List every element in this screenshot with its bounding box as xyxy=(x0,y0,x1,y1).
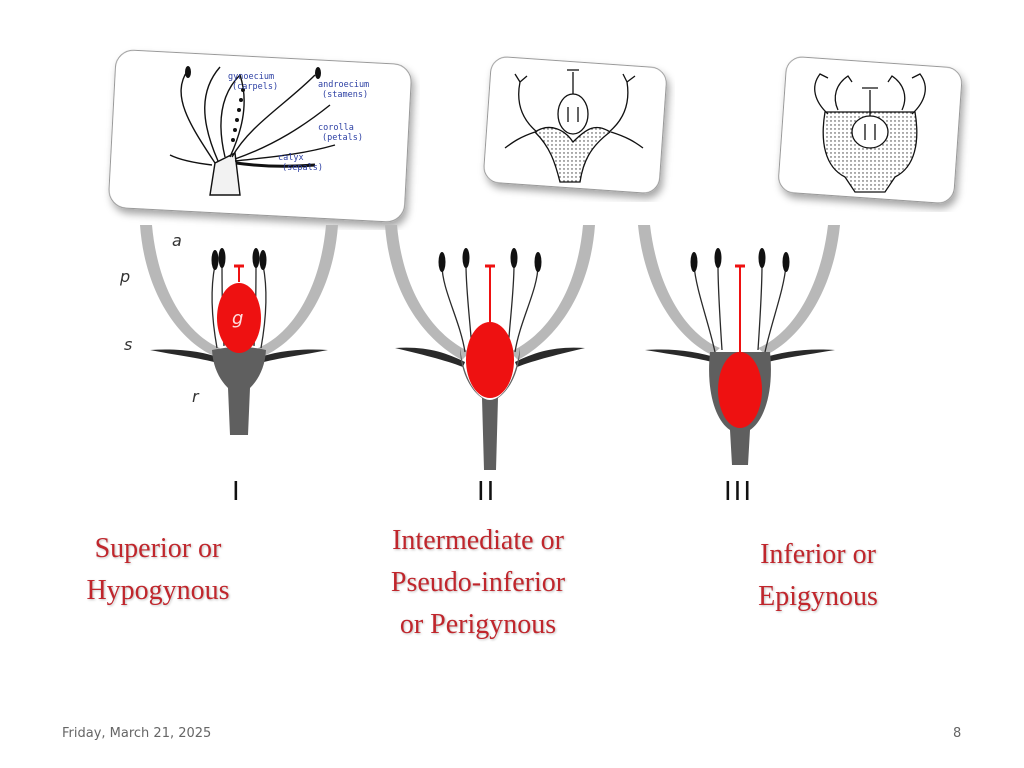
flower-intermediate xyxy=(385,225,595,470)
caption-superior: Superior or Hypogynous xyxy=(48,528,268,612)
carpels-label: (carpels) xyxy=(232,82,278,92)
numeral-1: I xyxy=(232,477,242,507)
caption-inferior-line1: Inferior or xyxy=(760,539,876,570)
flower-parts-sketch-card: gynoecium (carpels) androecium (stamens)… xyxy=(108,49,412,223)
androecium-label: androecium xyxy=(318,80,369,90)
flower-inferior xyxy=(638,225,840,465)
calyx-label: calyx xyxy=(278,153,304,163)
epigynous-sketch-card xyxy=(778,56,963,204)
petals-label: (petals) xyxy=(322,133,363,143)
caption-intermediate-line2: Pseudo-inferior xyxy=(390,567,566,598)
page-number: 8 xyxy=(953,726,962,741)
corolla-label: corolla xyxy=(318,123,354,133)
flower-superior: g xyxy=(140,225,338,435)
caption-inferior-line2: Epigynous xyxy=(758,581,878,612)
petal-letter: p xyxy=(119,267,130,286)
receptacle-letter: r xyxy=(192,387,200,406)
footer-date: Friday, March 21, 2025 xyxy=(62,726,212,741)
caption-intermediate: Intermediate or Pseudo-inferior or Perig… xyxy=(350,520,606,646)
anther-letter: a xyxy=(172,231,182,250)
sepal-letter: s xyxy=(124,335,132,354)
numeral-3: III xyxy=(724,477,754,507)
gynoecium-label: gynoecium xyxy=(228,72,274,82)
caption-intermediate-line1: Intermediate or xyxy=(392,525,564,556)
caption-superior-line2: Hypogynous xyxy=(86,575,230,606)
caption-intermediate-line3: or Perigynous xyxy=(399,609,557,640)
gynoecium-letter: g xyxy=(232,308,243,329)
sepals-label: (sepals) xyxy=(282,163,323,173)
stamens-label: (stamens) xyxy=(322,90,368,100)
caption-superior-line1: Superior or xyxy=(94,533,222,564)
numeral-2: II xyxy=(477,477,497,507)
caption-inferior: Inferior or Epigynous xyxy=(708,534,928,618)
ovary-position-diagram: a p s r g xyxy=(119,225,840,470)
perigynous-sketch-card xyxy=(483,56,667,194)
